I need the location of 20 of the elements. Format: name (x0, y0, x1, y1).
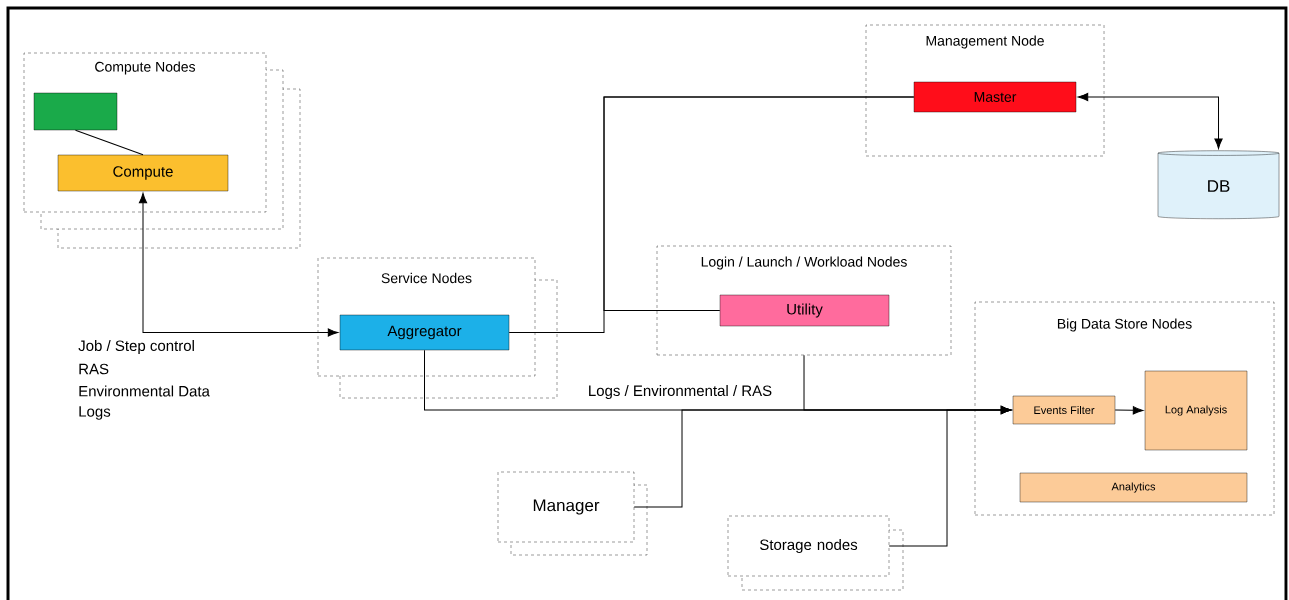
connector-arrow (138, 192, 339, 337)
process-box: Log Analysis (1144, 370, 1248, 451)
database-cylinder: DB (1157, 150, 1280, 219)
process-box: Master (913, 81, 1077, 113)
note-text: Environmental Data (79, 385, 210, 397)
stacked-node-box: Manager (497, 471, 648, 556)
process-box: Events Filter (1012, 395, 1116, 425)
process-box: Compute (57, 154, 229, 192)
note-text: Logs (79, 406, 111, 420)
edge-label: Logs / Environmental / RAS (586, 384, 774, 400)
note-text: Job / Step control (78, 340, 194, 354)
process-box (33, 92, 118, 131)
note-text: RAS (79, 363, 109, 375)
process-box: Aggregator (339, 314, 510, 351)
process-box: Utility (719, 294, 890, 327)
connector-arrow (888, 405, 1012, 547)
connector-arrow (1114, 406, 1144, 415)
stacked-node-box: Storage nodes (727, 515, 904, 591)
process-box: Analytics (1019, 472, 1248, 503)
connector-arrow (1077, 92, 1223, 149)
